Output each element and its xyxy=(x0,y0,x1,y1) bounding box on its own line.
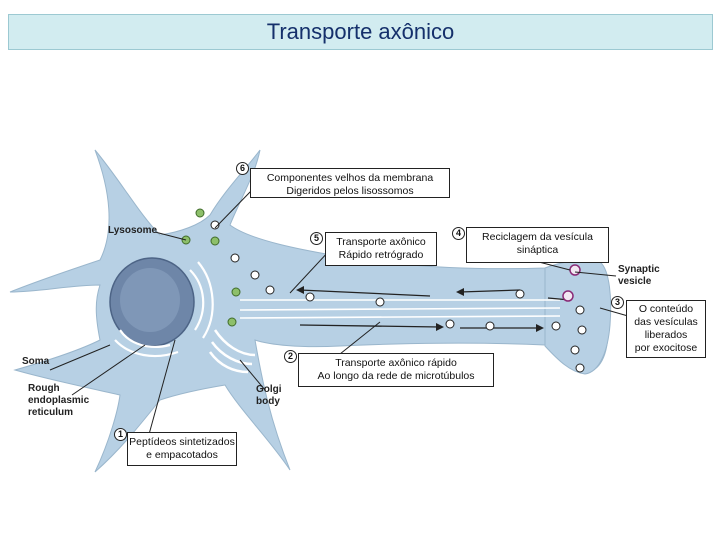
label-line: body xyxy=(256,396,280,407)
annotation-text: e empacotados xyxy=(146,449,218,461)
annotation-step2: Transporte axônico rápido Ao longo da re… xyxy=(298,353,494,387)
label-lysosome: Lysosome xyxy=(108,225,158,236)
label-line: Rough xyxy=(28,383,60,394)
arrowheads xyxy=(296,286,544,332)
microtubules xyxy=(239,299,561,319)
annotation-text: Ao longo da rede de microtúbulos xyxy=(317,370,475,382)
step-number-5: 5 xyxy=(310,232,323,245)
annotation-step3: O conteúdo das vesículas liberados por e… xyxy=(626,300,706,358)
annotation-text: Componentes velhos da membrana xyxy=(266,172,434,184)
label-line: endoplasmic xyxy=(28,395,90,406)
label-synaptic-vesicle: Synaptic vesicle xyxy=(618,264,660,288)
annotation-text: Peptídeos sintetizados xyxy=(129,436,235,448)
step-number-1: 1 xyxy=(114,428,127,441)
axon-terminal xyxy=(544,259,612,375)
step-number-6: 6 xyxy=(236,162,249,175)
title-bar: Transporte axônico xyxy=(8,14,713,50)
golgi-body xyxy=(208,329,256,374)
annotation-step4: Reciclagem da vesícula sináptica xyxy=(466,227,609,263)
annotation-step1: Peptídeos sintetizados e empacotados xyxy=(127,432,237,466)
annotation-text: Reciclagem da vesícula xyxy=(482,231,593,243)
annotation-text: por exocitose xyxy=(634,342,698,354)
label-rough-er: Rough endoplasmic reticulum xyxy=(28,383,89,419)
vesicles xyxy=(210,220,587,373)
annotation-text: liberados xyxy=(644,329,688,341)
rough-er xyxy=(114,261,214,358)
annotation-text: Digeridos pelos lisossomos xyxy=(286,185,414,197)
annotation-text: Transporte axônico rápido xyxy=(335,357,457,369)
nucleolus xyxy=(120,268,180,332)
annotation-text: das vesículas xyxy=(634,316,698,328)
label-line: reticulum xyxy=(28,407,74,418)
label-golgi-body: Golgi body xyxy=(256,384,282,408)
annotation-step5: Transporte axônico Rápido retrógrado xyxy=(325,232,437,266)
step-number-4: 4 xyxy=(452,227,465,240)
label-line: Golgi xyxy=(256,384,282,395)
annotation-text: Transporte axônico xyxy=(336,236,426,248)
step-number-2: 2 xyxy=(284,350,297,363)
annotation-text: Rápido retrógrado xyxy=(338,249,424,261)
label-soma: Soma xyxy=(22,356,50,367)
green-vesicles xyxy=(181,208,241,327)
step-number-3: 3 xyxy=(611,296,624,309)
annotation-step6: Componentes velhos da membrana Digeridos… xyxy=(250,168,450,198)
annotation-text: O conteúdo xyxy=(638,303,694,315)
neuron-cell-body xyxy=(9,149,609,473)
page-title: Transporte axônico xyxy=(266,19,455,44)
label-line: vesicle xyxy=(618,276,652,287)
label-line: Synaptic xyxy=(618,264,660,275)
annotation-text: sináptica xyxy=(516,244,559,256)
